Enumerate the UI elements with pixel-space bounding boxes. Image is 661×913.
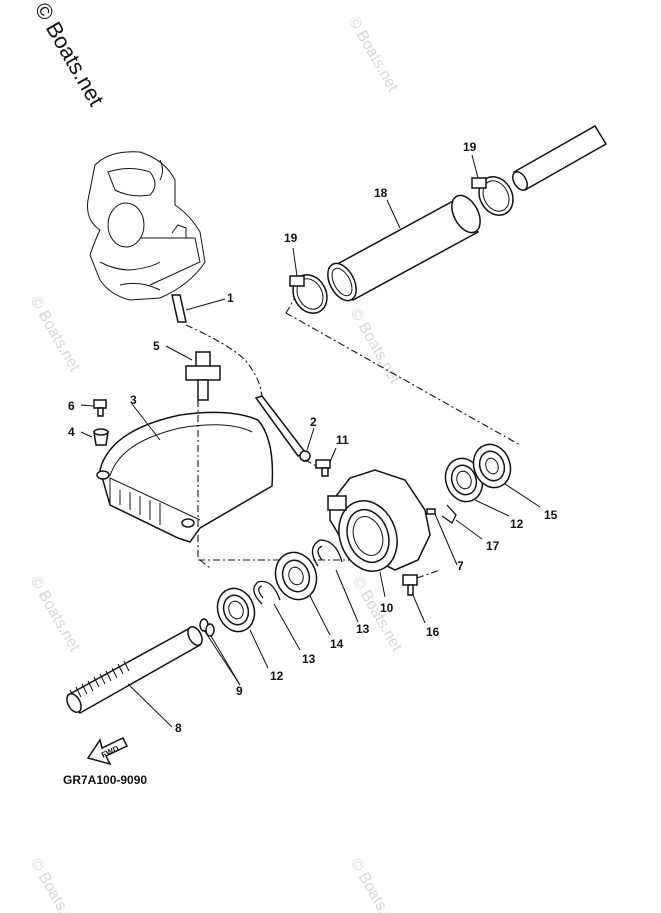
callout-1: 1 (227, 291, 234, 305)
part-6-bolt (80, 399, 107, 417)
callout-4: 4 (68, 425, 75, 439)
callout-12: 12 (270, 669, 284, 683)
callout-15: 15 (544, 508, 558, 522)
part-5-valve (165, 345, 221, 560)
callout-19: 19 (284, 231, 298, 245)
callout-17: 17 (486, 539, 500, 553)
part-13-snap-ring-upper (311, 539, 359, 623)
part-17-clip (441, 504, 483, 540)
copyright-text: © Boats.net (30, 0, 109, 110)
watermark-ghost: © Boats.net (27, 574, 84, 656)
callout-13: 13 (302, 652, 316, 666)
callout-11: 11 (336, 433, 349, 447)
part-10-bearing-housing (327, 469, 431, 598)
watermark-ghost: © Boats.net (349, 574, 406, 656)
part-19-clamp-upper (471, 154, 514, 216)
part-3-cover (96, 403, 274, 543)
part-9-o-rings (199, 618, 241, 686)
callout-8: 8 (175, 721, 182, 735)
diagram-code: GR7A100-9090 (63, 773, 147, 787)
alignment-line (285, 312, 521, 446)
part-15-oil-seal (472, 443, 541, 508)
part-1-hose (171, 294, 263, 401)
callout-13: 13 (356, 622, 370, 636)
alignment-line (199, 559, 211, 569)
part-14-bearing (274, 551, 331, 636)
callout-3: 3 (130, 393, 137, 407)
part-8-drive-shaft (66, 625, 203, 728)
part-16-bolt (402, 569, 441, 624)
fwd-arrow-icon: FWD (86, 737, 129, 766)
part-12-bearing-upper (444, 457, 510, 517)
watermark-ghost: © Boats.net (27, 294, 84, 376)
part-19-clamp-lower (289, 247, 328, 314)
callout-10: 10 (380, 601, 394, 615)
part-12-bearing-lower (216, 587, 269, 669)
part-4-collar (80, 428, 109, 446)
callout-6: 6 (68, 399, 75, 413)
part-11-fitting (315, 447, 337, 477)
callout-14: 14 (330, 637, 344, 651)
callout-5: 5 (153, 339, 160, 353)
part-7-pin (426, 508, 458, 566)
watermark-ghost: © Boats.net (345, 14, 402, 96)
fwd-label: FWD (100, 744, 121, 760)
callout-19: 19 (463, 140, 477, 154)
engine-housing-outline (87, 151, 206, 301)
callout-12: 12 (510, 517, 524, 531)
callout-18: 18 (374, 186, 388, 200)
callout-9: 9 (236, 684, 243, 698)
part-13-snap-ring-lower (253, 580, 301, 651)
callout-7: 7 (457, 559, 464, 573)
watermark-ghost: © Boats.net (27, 856, 84, 913)
watermark-ghost: © Boats.net (347, 856, 404, 913)
callout-2: 2 (310, 415, 317, 429)
pipe-upper-right (512, 124, 608, 192)
callout-16: 16 (426, 625, 440, 639)
part-2-hose-clamp (254, 395, 321, 469)
part-18-rubber-sleeve (327, 194, 481, 302)
